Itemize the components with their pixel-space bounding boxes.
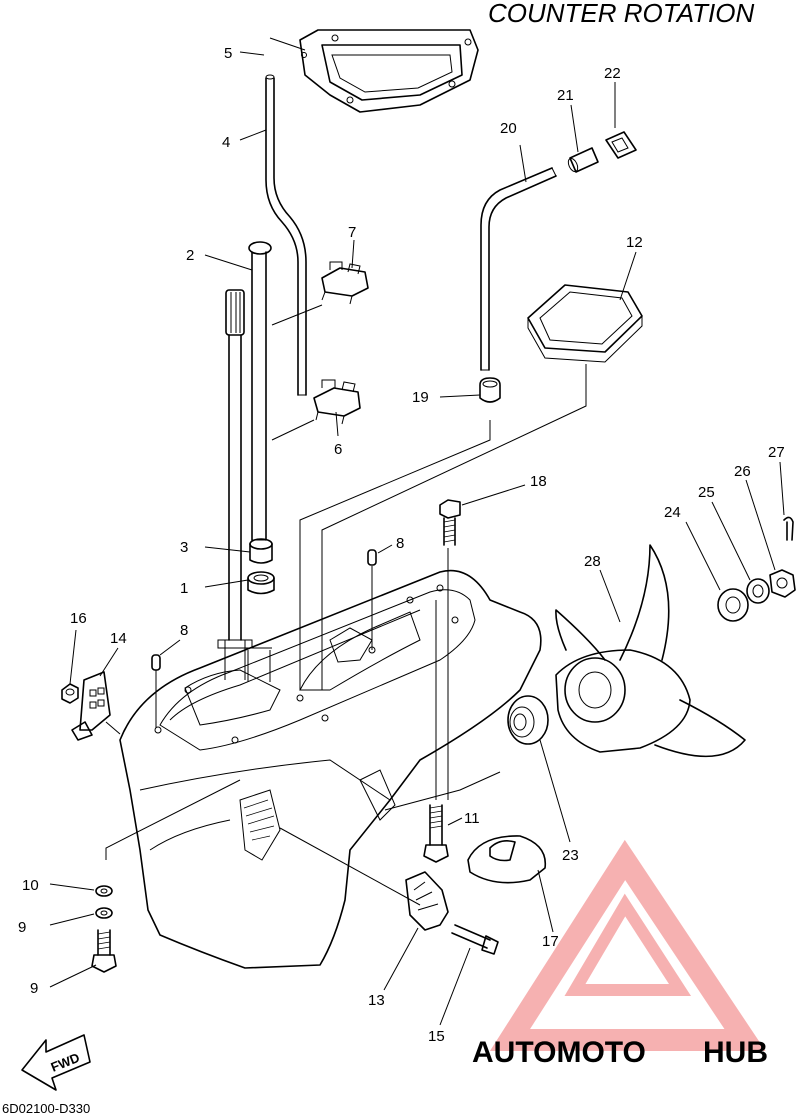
part-propeller-29	[555, 544, 746, 758]
callout-7: 7	[348, 224, 356, 241]
callout-20: 19	[412, 389, 429, 406]
callout-8-lower: 8	[180, 622, 188, 639]
part-grommet-6	[313, 379, 361, 425]
callout-29: 28	[584, 553, 601, 570]
part-bolt-9	[91, 929, 117, 973]
part-bolt-12	[423, 804, 449, 863]
part-bushing-3	[249, 538, 273, 564]
part-dowel-upper	[367, 549, 377, 566]
part-water-tube	[265, 74, 307, 396]
callout-2: 2	[186, 247, 194, 264]
part-plug-15	[71, 671, 111, 741]
callout-8-upper: 8	[396, 535, 404, 552]
part-dowel-lower	[151, 654, 161, 671]
callout-18: 17	[542, 933, 559, 950]
part-washer-11	[95, 885, 113, 897]
callout-numbers: 5 4 2 7 6 3 1 8 8 19 20 21 22 12 18 16 1…	[18, 45, 785, 1045]
callout-27: 26	[734, 463, 751, 480]
callout-21: 20	[500, 120, 517, 137]
part-gasket-13	[527, 284, 643, 363]
callout-24: 23	[562, 847, 579, 864]
part-anode-18	[467, 835, 547, 884]
callout-17: 16	[70, 610, 87, 627]
part-washer-26	[746, 578, 770, 604]
part-collar-22	[567, 147, 599, 173]
part-drive-shaft	[225, 289, 245, 641]
callout-13: 12	[626, 234, 643, 251]
callout-16: 15	[428, 1028, 445, 1045]
part-lower-casing	[119, 569, 542, 969]
callout-3: 3	[180, 539, 188, 556]
callout-6: 6	[334, 441, 342, 458]
callout-12: 11	[464, 810, 480, 827]
part-shift-rod	[248, 241, 272, 541]
part-nut-17	[61, 683, 79, 704]
fwd-arrow: FWD	[21, 1034, 91, 1091]
callout-4: 4	[222, 134, 230, 151]
part-cotter-pin-28	[783, 516, 794, 541]
diagram-code: 6D02100-D330	[2, 1101, 90, 1115]
callout-5: 5	[224, 45, 232, 62]
part-top-plate	[299, 29, 479, 113]
callout-22: 21	[557, 87, 574, 104]
callout-9: 9	[30, 980, 38, 997]
part-trim-tab-14	[405, 871, 449, 931]
part-oil-seal-1	[247, 571, 275, 595]
part-bolt-16	[451, 924, 499, 955]
callout-28: 27	[768, 444, 785, 461]
fwd-label: FWD	[49, 1050, 82, 1075]
callout-14: 13	[368, 992, 385, 1009]
leader-lines	[49, 37, 785, 1026]
part-nut-27	[769, 569, 796, 598]
part-spacer-25	[717, 588, 749, 622]
callout-15: 14	[110, 630, 127, 647]
watermark-text-b: HUB	[703, 1036, 768, 1069]
part-water-tube-21	[480, 167, 557, 371]
part-washer-10	[95, 907, 113, 919]
part-bolt-19	[439, 499, 461, 546]
watermark-logo: AUTOMOTO HUB	[472, 839, 768, 1069]
callout-11: 10	[22, 877, 39, 894]
part-clip-23	[605, 131, 637, 159]
callout-19: 18	[530, 473, 547, 490]
part-water-inlet	[479, 377, 501, 403]
callout-23: 22	[604, 65, 621, 82]
callout-1: 1	[180, 580, 188, 597]
part-washer-24	[507, 695, 549, 745]
part-grommet-7	[321, 261, 369, 305]
callout-25: 24	[664, 504, 681, 521]
diagram-title: COUNTER ROTATION	[488, 0, 754, 28]
watermark-text-a: AUTOMOTO	[472, 1036, 646, 1069]
callout-10: 9	[18, 919, 26, 936]
callout-26: 25	[698, 484, 715, 501]
